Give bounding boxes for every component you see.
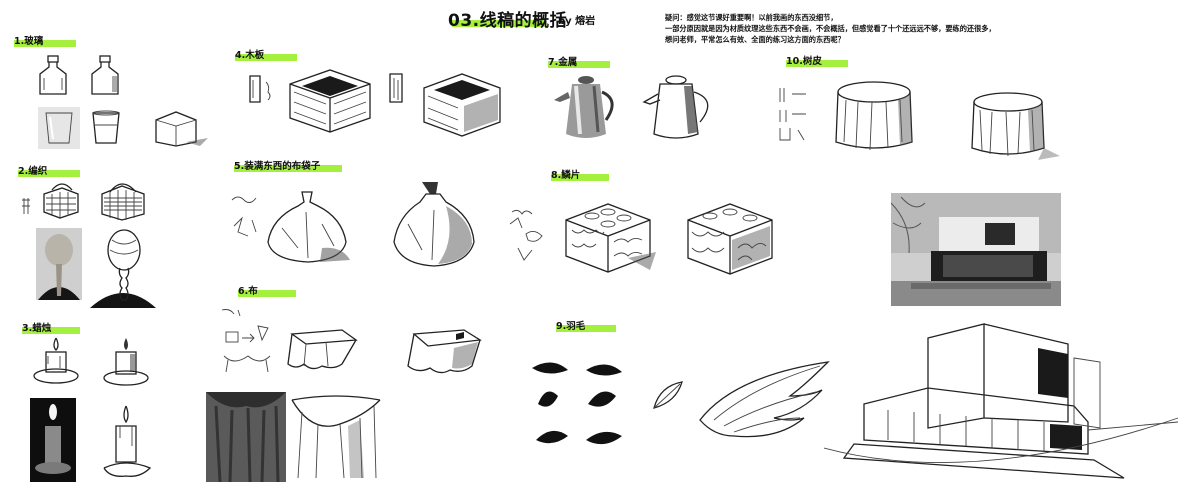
title-highlight — [452, 20, 546, 27]
sack-sketch-2 — [393, 182, 475, 267]
wing-feather-sketch — [699, 361, 830, 438]
glass-bottle-sketch-2 — [91, 55, 119, 95]
curtain-sketch — [291, 395, 381, 479]
glass-cube-sketch — [155, 111, 208, 147]
building-photo — [891, 193, 1061, 306]
feather-sketch-small — [653, 381, 683, 409]
cloth-label-highlight — [238, 290, 296, 297]
sack-sketch-1 — [267, 191, 350, 263]
wood-plank-sketch-2 — [389, 73, 403, 103]
section-label-weave: 2.编织 — [18, 166, 48, 177]
section-label-scales: 8.鳞片 — [551, 170, 581, 181]
bark-diagram-sketch — [779, 88, 806, 141]
braid-hair-photo — [36, 228, 82, 300]
wood-crate-sketch-2 — [423, 73, 501, 137]
candle-label-highlight — [22, 327, 80, 334]
metal-kettle-sketch — [642, 75, 709, 139]
question-line-3: 想问老师，平常怎么有效、全面的练习这方面的东西呢？ — [665, 35, 845, 44]
metal-label-highlight — [548, 61, 610, 68]
scales-cube-sketch-1 — [565, 203, 656, 273]
candle-sketch-1 — [33, 337, 79, 384]
bark-stump-sketch-1 — [835, 81, 913, 151]
bark-label-highlight — [786, 60, 848, 67]
wood-label-highlight — [235, 54, 297, 61]
section-label-candle: 3.蜡烛 — [22, 323, 52, 334]
metal-kettle-photo — [554, 76, 614, 138]
section-label-sack: 5.装满东西的布袋子 — [234, 161, 321, 172]
sack-label-highlight — [234, 165, 342, 172]
question-note: 疑问：感觉这节课好重要啊！以前我画的东西没细节， 一部分原因就是因为材质纹理这些东… — [665, 12, 996, 45]
weave-basket-sketch-2 — [101, 183, 145, 221]
author-byline: by 熔岩 — [558, 16, 596, 27]
section-label-bark: 10.树皮 — [786, 56, 822, 67]
section-label-wood: 4.木板 — [235, 50, 265, 61]
glass-cup-photo — [38, 107, 80, 149]
section-label-cloth: 6.布 — [238, 286, 258, 297]
bark-stump-sketch-2 — [971, 92, 1060, 160]
candle-photo — [30, 398, 76, 482]
candle-sketch-2 — [103, 338, 149, 386]
building-line-sketch — [824, 323, 1179, 479]
question-line-2: 一部分原因就是因为材质纹理这些东西不会画，不会概括，但感觉看了十个还远远不够，要… — [665, 24, 996, 33]
candle-drip-sketch — [103, 405, 152, 477]
question-line-1: 疑问：感觉这节课好重要啊！以前我画的东西没细节， — [665, 13, 838, 22]
braid-hair-sketch — [90, 229, 156, 308]
section-label-feather: 9.羽毛 — [556, 321, 586, 332]
section-label-metal: 7.金属 — [548, 57, 578, 68]
curtain-photo — [206, 392, 286, 482]
page-title: 03.线稿的概括 — [448, 11, 568, 31]
scales-cube-sketch-2 — [687, 203, 773, 275]
cloth-table-sketch-1 — [287, 329, 358, 370]
weave-label-highlight — [18, 170, 80, 177]
scales-label-highlight — [551, 174, 609, 181]
feather-silhouettes — [532, 362, 622, 445]
sack-scribble-sketch — [231, 196, 257, 237]
glass-cup-sketch — [92, 110, 120, 144]
glass-bottle-sketch-1 — [39, 55, 67, 95]
wood-crate-sketch-1 — [289, 69, 371, 133]
section-label-glass: 1.玻璃 — [14, 36, 44, 47]
weave-basket-sketch-1 — [22, 183, 79, 219]
feather-label-highlight — [556, 325, 616, 332]
scales-diagram-sketch — [509, 209, 543, 261]
cloth-table-sketch-2 — [407, 329, 482, 374]
cloth-diagram-sketch — [221, 309, 271, 373]
wood-plank-sketch-1 — [249, 75, 271, 103]
glass-label-highlight — [14, 40, 76, 47]
